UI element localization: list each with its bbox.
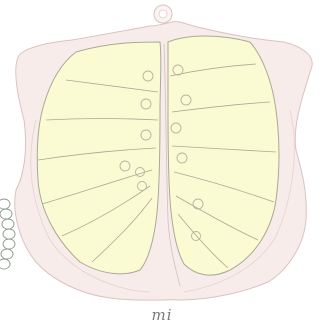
side-cell [0,209,12,219]
top-knob-inner [159,10,167,18]
side-cell [1,249,13,259]
side-cell [3,229,15,239]
side-cell [3,239,15,249]
figure-label: mi [0,306,324,324]
side-cell [0,199,10,209]
side-cell-chain [0,199,15,269]
right-lobe-body [168,36,279,275]
side-cell [2,219,14,229]
right-cell-lobe [168,36,279,275]
side-cell [0,259,10,269]
